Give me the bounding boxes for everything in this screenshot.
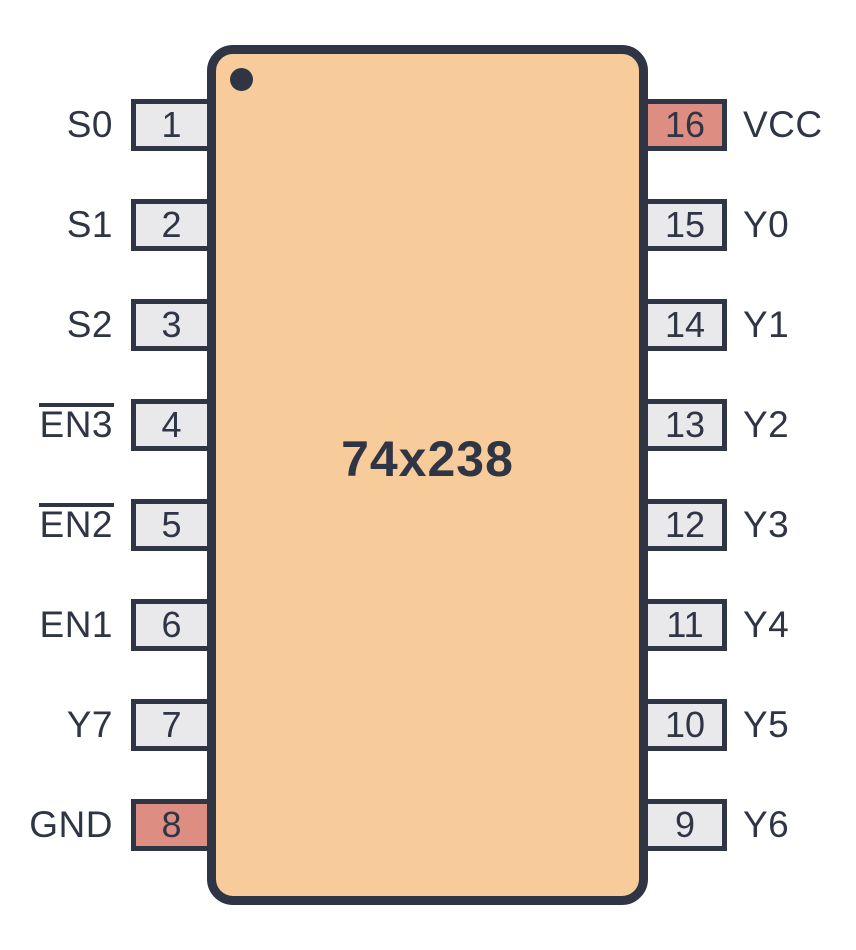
pin-box-5: 5	[131, 499, 212, 551]
pin-box-4: 4	[131, 399, 212, 451]
pin-box-7: 7	[131, 699, 212, 751]
pin-number: 5	[161, 504, 182, 545]
pin-label-y6: Y6	[743, 799, 856, 851]
pin-number: 10	[664, 704, 706, 745]
chip-body	[207, 45, 648, 905]
pin-box-3: 3	[131, 299, 212, 351]
pin-label-en2: EN2	[0, 499, 115, 551]
pin-label-text: S0	[66, 104, 113, 145]
pin-number: 1	[161, 104, 182, 145]
pin-box-11: 11	[643, 599, 727, 651]
pin-box-15: 15	[643, 199, 727, 251]
pin-label-y5: Y5	[743, 699, 856, 751]
pin-number: 13	[664, 404, 706, 445]
pin-label-y4: Y4	[743, 599, 856, 651]
pin-box-13: 13	[643, 399, 727, 451]
pin-label-text: Y4	[743, 604, 790, 645]
pin-number: 12	[664, 504, 706, 545]
pin-label-gnd: GND	[0, 799, 113, 851]
pin-label-s0: S0	[0, 99, 113, 151]
pin-box-12: 12	[643, 499, 727, 551]
pin-number: 14	[664, 304, 706, 345]
pin-label-text: GND	[29, 804, 113, 845]
pin-label-text: Y6	[743, 804, 790, 845]
pin-number: 6	[161, 604, 182, 645]
pin-label-y3: Y3	[743, 499, 856, 551]
pin-number: 7	[161, 704, 182, 745]
pin-box-9: 9	[643, 799, 727, 851]
pin-label-text: S1	[66, 204, 113, 245]
pin-label-vcc: VCC	[743, 99, 856, 151]
pin-number: 3	[161, 304, 182, 345]
pin-box-8: 8	[131, 799, 212, 851]
pin-label-text: Y1	[743, 304, 790, 345]
pin-label-y0: Y0	[743, 199, 856, 251]
pin-label-s1: S1	[0, 199, 113, 251]
pin-box-1: 1	[131, 99, 212, 151]
pin-label-text: Y2	[743, 404, 790, 445]
pin-box-14: 14	[643, 299, 727, 351]
pin-number: 8	[161, 804, 182, 845]
pin-number: 2	[161, 204, 182, 245]
pin-label-text: Y0	[743, 204, 790, 245]
pin-label-text: EN1	[39, 604, 113, 645]
pin-label-en3: EN3	[0, 399, 115, 451]
pin-label-text: Y5	[743, 704, 790, 745]
pin1-indicator-dot	[230, 68, 253, 91]
pin-label-s2: S2	[0, 299, 113, 351]
pin-box-10: 10	[643, 699, 727, 751]
pin-box-2: 2	[131, 199, 212, 251]
chip-title: 74x238	[341, 431, 514, 487]
pin-number: 4	[161, 404, 182, 445]
pin-number: 16	[664, 104, 706, 145]
pin-label-text: S2	[66, 304, 113, 345]
pin-label-y7: Y7	[0, 699, 113, 751]
pin-number: 15	[664, 204, 706, 245]
pin-label-text: VCC	[743, 104, 823, 145]
pin-number: 9	[674, 804, 696, 845]
pin-label-text: EN3	[38, 399, 115, 451]
pin-label-text: Y3	[743, 504, 790, 545]
pin-number: 11	[666, 604, 704, 645]
pin-label-en1: EN1	[0, 599, 113, 651]
pin-label-y1: Y1	[743, 299, 856, 351]
pin-box-6: 6	[131, 599, 212, 651]
pin-label-text: EN2	[38, 499, 115, 551]
pin-label-text: Y7	[66, 704, 113, 745]
pin-box-16: 16	[643, 99, 727, 151]
pin-label-y2: Y2	[743, 399, 856, 451]
